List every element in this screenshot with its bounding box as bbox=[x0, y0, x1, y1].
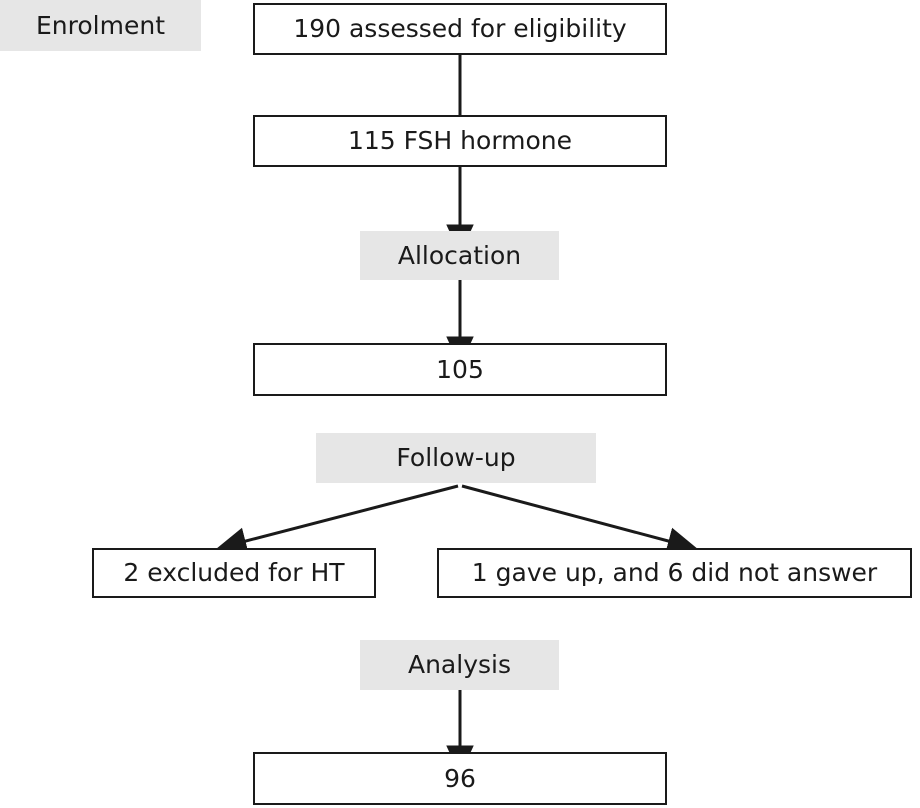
connector-followup-to-excluded bbox=[216, 484, 459, 555]
stage-label-enrolment-text: Enrolment bbox=[36, 10, 165, 40]
stage-label-analysis-text: Analysis bbox=[407, 650, 511, 680]
connector-followup-to-gaveup bbox=[461, 484, 698, 555]
box-analysed-text: 96 bbox=[444, 763, 476, 793]
stage-label-analysis: Analysis bbox=[360, 640, 559, 690]
box-excluded-for-ht: 2 excluded for HT bbox=[92, 548, 376, 598]
box-fsh-hormone-text: 115 FSH hormone bbox=[347, 126, 573, 156]
box-assessed-for-eligibility: 190 assessed for eligibility bbox=[253, 3, 667, 55]
box-excluded-for-ht-text: 2 excluded for HT bbox=[123, 558, 345, 588]
stage-label-follow-up: Follow-up bbox=[316, 433, 596, 483]
stage-label-allocation: Allocation bbox=[360, 231, 559, 280]
box-gave-up-no-answer-text: 1 gave up, and 6 did not answer bbox=[471, 558, 878, 588]
box-allocated: 105 bbox=[253, 343, 667, 396]
box-analysed: 96 bbox=[253, 752, 667, 805]
box-gave-up-no-answer: 1 gave up, and 6 did not answer bbox=[437, 548, 912, 598]
stage-label-enrolment: Enrolment bbox=[0, 0, 201, 51]
box-allocated-text: 105 bbox=[436, 354, 484, 384]
stage-label-allocation-text: Allocation bbox=[397, 240, 522, 270]
box-fsh-hormone: 115 FSH hormone bbox=[253, 115, 667, 167]
box-assessed-for-eligibility-text: 190 assessed for eligibility bbox=[293, 14, 627, 44]
stage-label-follow-up-text: Follow-up bbox=[396, 443, 516, 473]
